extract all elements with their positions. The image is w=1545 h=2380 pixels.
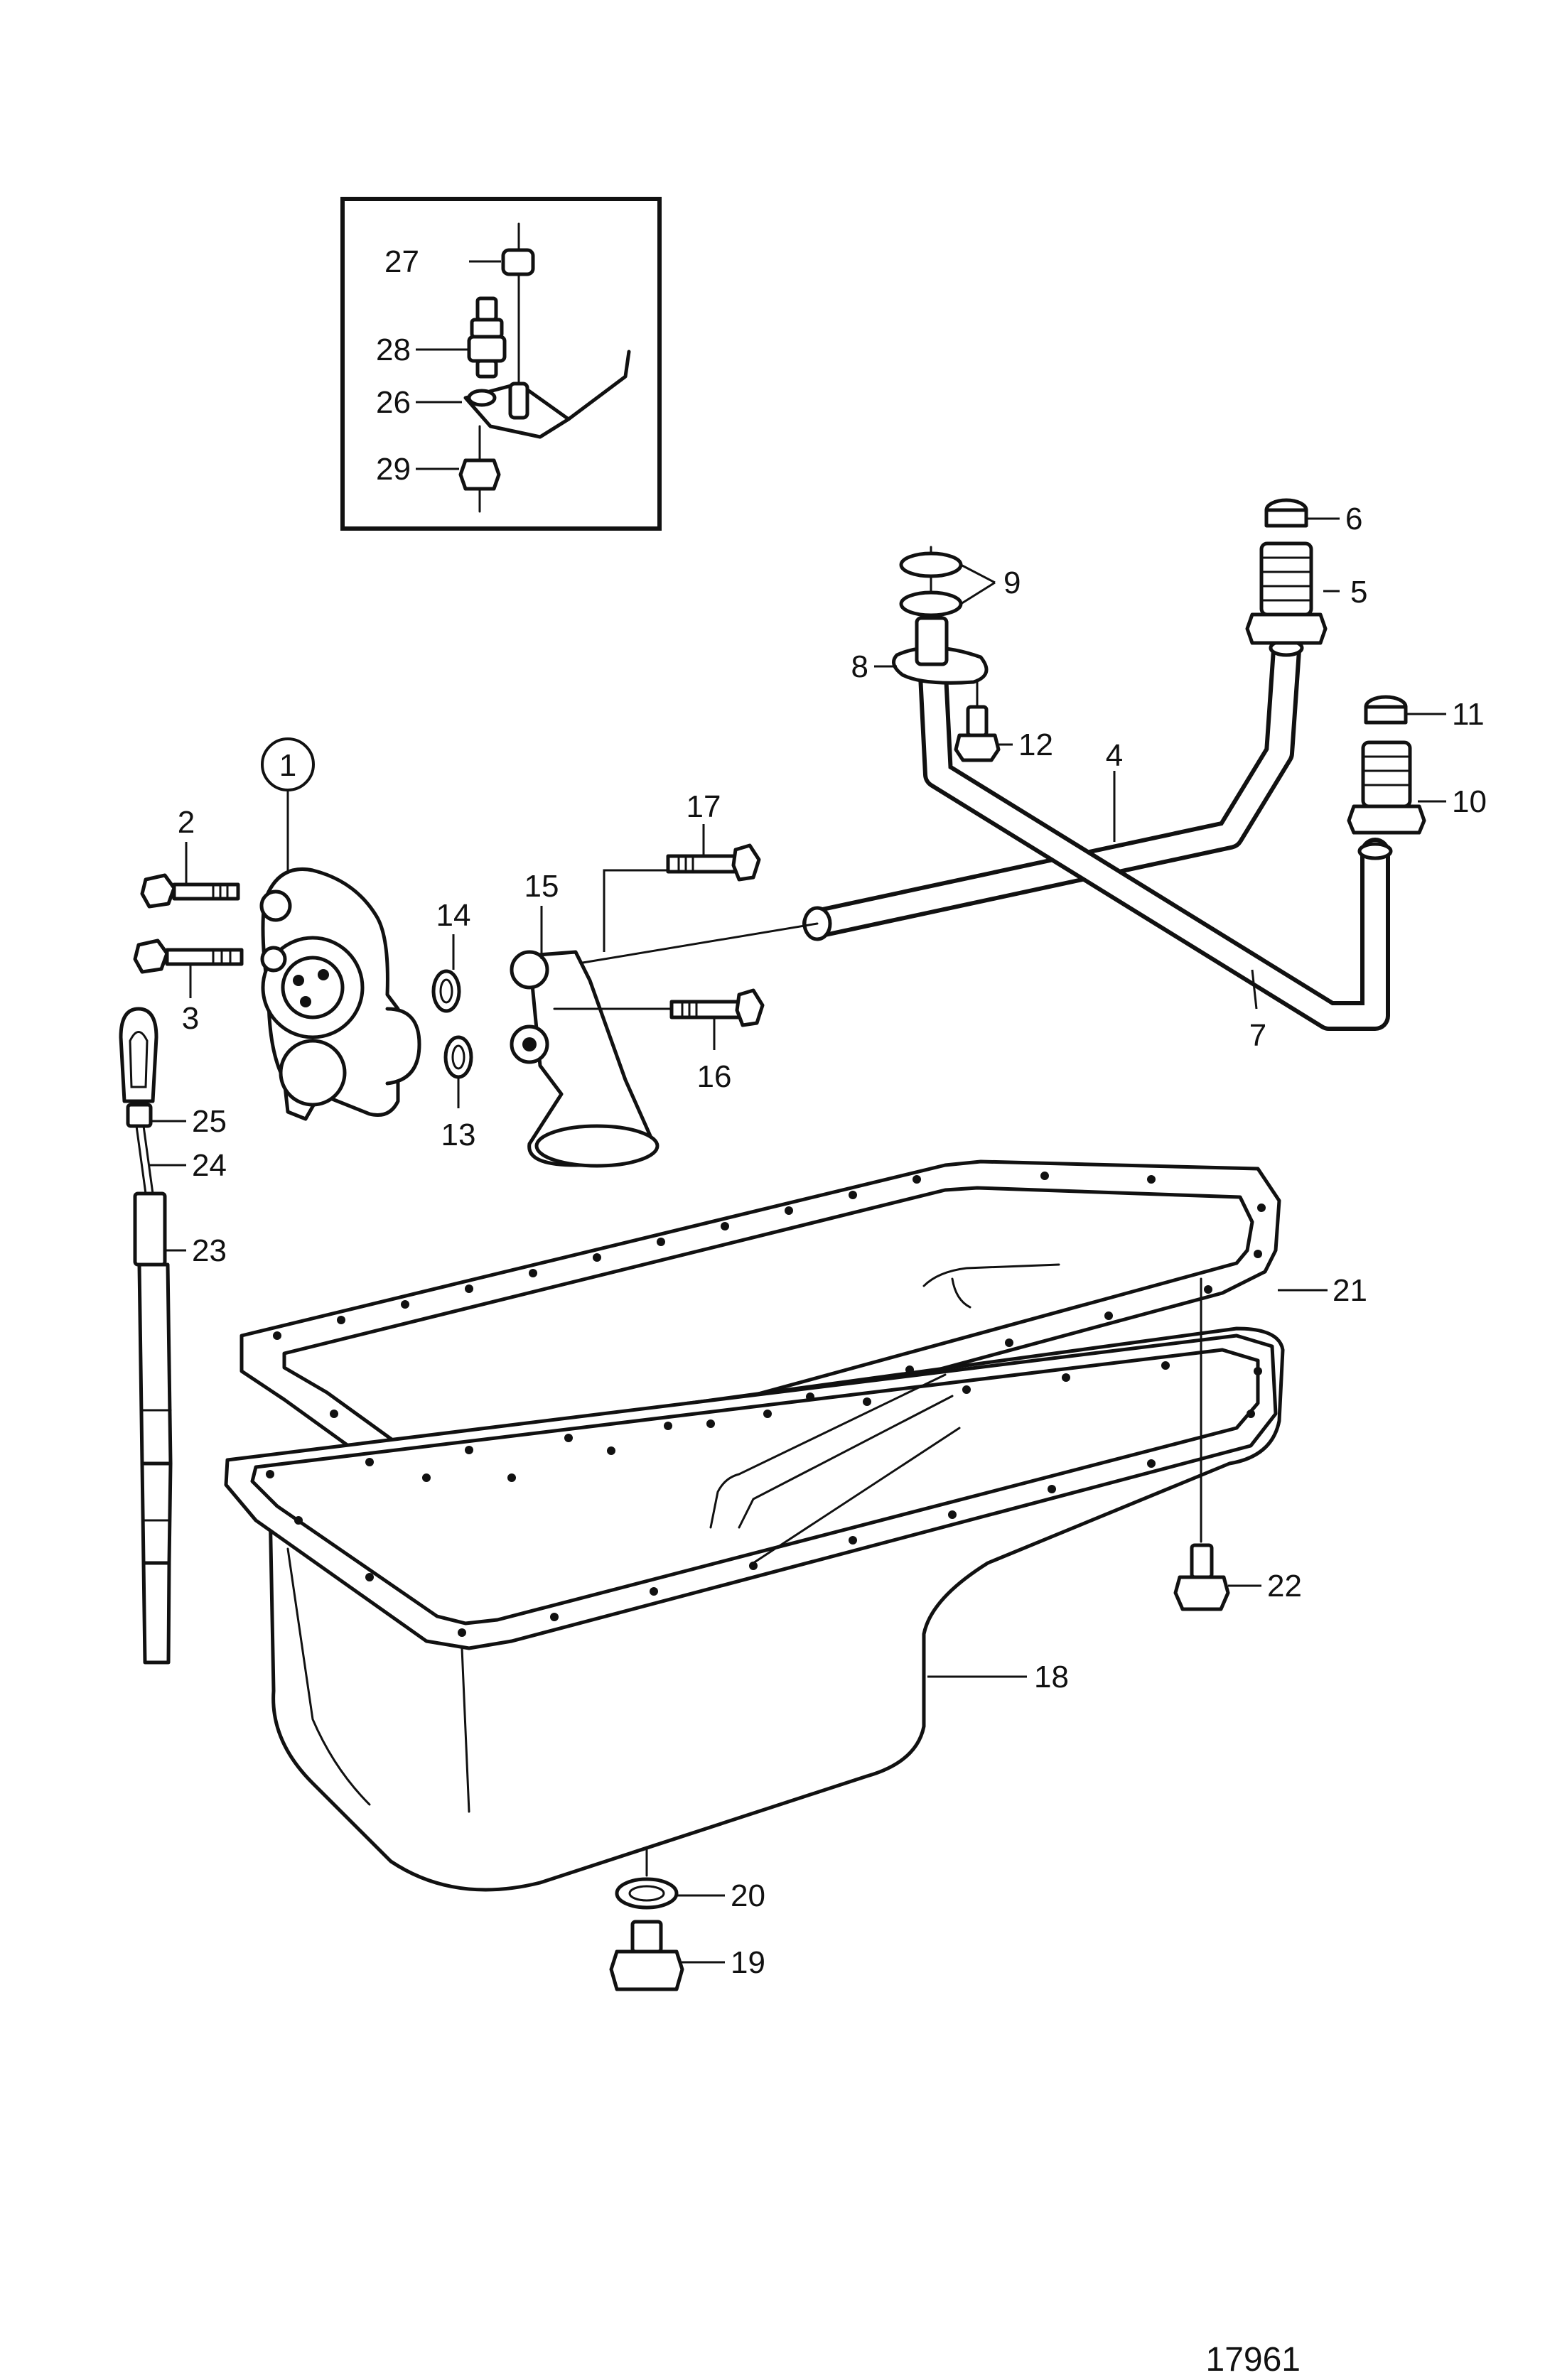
part-28-sensor <box>416 296 507 379</box>
part-26-bracket <box>416 350 631 439</box>
part-3-bolt <box>133 939 244 998</box>
part-17-bolt <box>603 824 761 952</box>
gasket-bolt-holes <box>273 1172 1266 1482</box>
part-23-dipstick-tube <box>133 1191 186 1665</box>
part-4-oil-pipe <box>802 635 1304 941</box>
part-21-gasket <box>239 1159 1328 1501</box>
callout-14: 14 <box>436 898 471 933</box>
part-7-oil-pipe <box>916 617 1393 1031</box>
part-18-oil-sump <box>224 1326 1285 1892</box>
part-6-cap <box>1264 498 1340 528</box>
inset-detail-box: 27 28 26 29 <box>340 197 662 531</box>
part-27-cap <box>469 248 535 276</box>
callout-2: 2 <box>178 805 195 840</box>
part-15-suction-pipe <box>510 906 819 1168</box>
part-12-bolt <box>954 681 1013 762</box>
callout-6: 6 <box>1345 502 1362 536</box>
part-13-ring <box>443 1035 473 1108</box>
callout-7: 7 <box>1249 1018 1266 1053</box>
callout-21: 21 <box>1333 1273 1367 1308</box>
part-19-drain-plug <box>609 1920 725 1991</box>
callout-24: 24 <box>192 1148 227 1183</box>
part-1-oil-pump <box>259 737 421 1121</box>
callout-25: 25 <box>192 1104 227 1139</box>
part-25-dipstick-handle <box>119 1007 186 1128</box>
part-29-nut <box>416 458 501 491</box>
callout-29: 29 <box>376 452 411 487</box>
part-10-union <box>1347 740 1446 835</box>
part-24-dipstick <box>135 1125 186 1195</box>
callout-10: 10 <box>1452 784 1487 819</box>
callout-20: 20 <box>731 1878 765 1913</box>
callout-23: 23 <box>192 1233 227 1268</box>
part-14-ring <box>431 934 461 1013</box>
sump-bolt-holes <box>266 1361 1262 1637</box>
callout-17: 17 <box>687 789 721 824</box>
callout-9: 9 <box>1003 566 1021 600</box>
callout-15: 15 <box>524 869 559 904</box>
callout-5: 5 <box>1350 575 1367 610</box>
callout-16: 16 <box>697 1059 732 1094</box>
figure-number: 17961 <box>1206 2341 1301 2379</box>
callout-4: 4 <box>1106 738 1123 773</box>
part-20-washer <box>615 1846 725 1910</box>
callout-1: 1 <box>279 748 296 783</box>
part-8-flange <box>874 616 989 685</box>
callout-12: 12 <box>1018 727 1053 762</box>
callout-18: 18 <box>1034 1660 1069 1694</box>
callout-27: 27 <box>384 244 419 279</box>
part-2-bolt <box>140 842 240 909</box>
callout-11: 11 <box>1452 697 1485 732</box>
part-9-seals <box>899 546 996 620</box>
callout-26: 26 <box>376 385 411 420</box>
part-5-union <box>1245 541 1340 645</box>
callout-3: 3 <box>182 1001 199 1036</box>
callout-19: 19 <box>731 1945 765 1980</box>
callout-22: 22 <box>1267 1569 1302 1603</box>
callout-8: 8 <box>851 649 868 684</box>
part-22-bolt <box>1173 1277 1261 1611</box>
part-16-bolt <box>553 988 765 1050</box>
callout-13: 13 <box>441 1118 476 1152</box>
callout-28: 28 <box>376 332 411 367</box>
part-11-cap <box>1364 695 1446 725</box>
